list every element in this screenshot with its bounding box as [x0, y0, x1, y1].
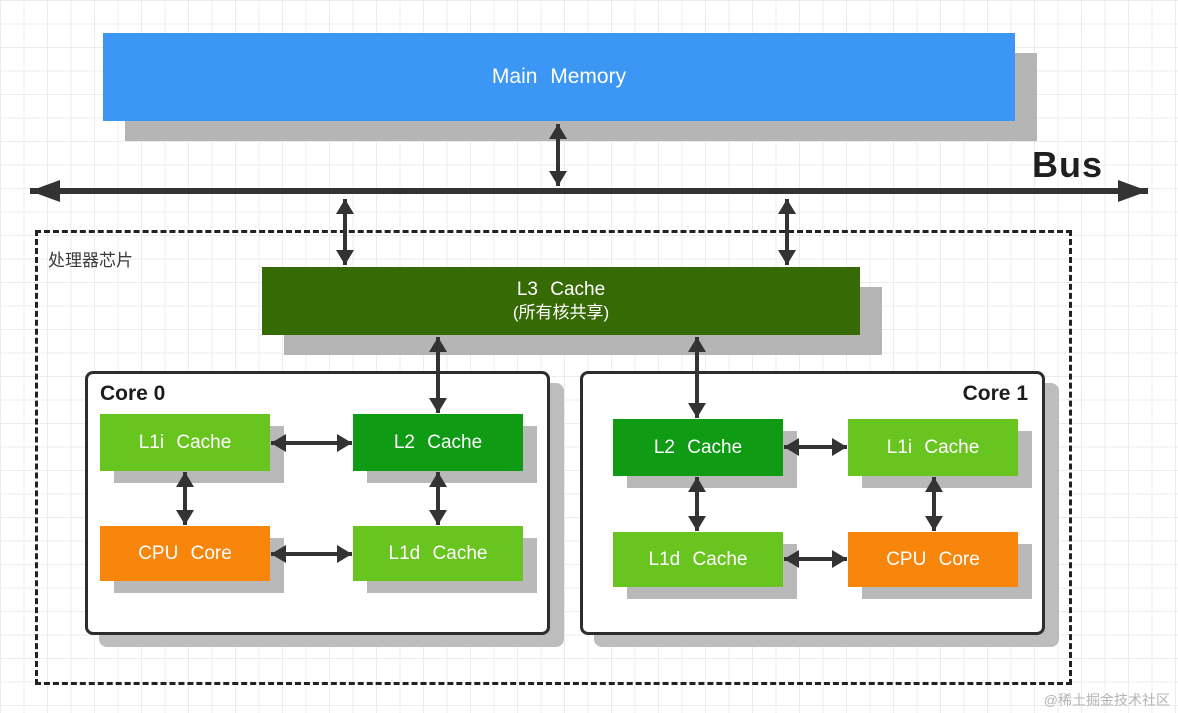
- core1-l1i-cache-label: L1i Cache: [886, 436, 980, 458]
- arrow-l3-core1-l2: [688, 337, 706, 418]
- bus-arrow-line: [30, 180, 1148, 202]
- l3-cache-sublabel: (所有核共享): [512, 303, 610, 323]
- core0-label: Core 0: [100, 382, 166, 405]
- arrow-l3-core0-l2: [429, 337, 447, 413]
- arrow-core1-l2-l1i: [784, 438, 847, 456]
- arrow-core1-l1i-cpu: [925, 477, 943, 531]
- core1-cpu-core-label: CPU Core: [886, 548, 980, 570]
- core0-cpu-core-label: CPU Core: [138, 542, 232, 564]
- main-memory-label: Main Memory: [491, 65, 627, 88]
- arrow-core1-l2-l1d: [688, 477, 706, 531]
- l3-cache-box: L3 Cache (所有核共享): [262, 267, 860, 335]
- core0-l1d-cache-box: L1d Cache: [353, 526, 523, 581]
- arrow-mainmemory-bus: [549, 124, 567, 186]
- processor-chip-label: 处理器芯片: [48, 251, 133, 270]
- core1-l2-cache-box: L2 Cache: [613, 419, 783, 476]
- core0-l2-cache-label: L2 Cache: [393, 431, 483, 453]
- arrow-bus-l3-left: [336, 199, 354, 265]
- bus-label: Bus: [1032, 144, 1104, 185]
- core0-l1i-cache-label: L1i Cache: [138, 431, 232, 453]
- arrow-core0-l1i-cpu: [176, 472, 194, 525]
- core0-l2-cache-box: L2 Cache: [353, 414, 523, 471]
- arrow-core0-l1i-l2: [271, 434, 352, 452]
- l3-cache-label: L3 Cache: [516, 278, 606, 300]
- arrow-core0-l2-l1d: [429, 472, 447, 525]
- arrow-core0-cpu-l1d: [271, 545, 352, 563]
- core0-box: Core 0: [85, 371, 550, 635]
- core1-label: Core 1: [962, 382, 1028, 405]
- watermark: @稀土掘金技术社区: [1043, 692, 1170, 708]
- core1-box: Core 1: [580, 371, 1045, 635]
- arrow-bus-l3-right: [778, 199, 796, 265]
- core0-l1d-cache-label: L1d Cache: [388, 542, 488, 564]
- core0-l1i-cache-box: L1i Cache: [100, 414, 270, 471]
- core1-l1d-cache-box: L1d Cache: [613, 532, 783, 587]
- core0-cpu-core-box: CPU Core: [100, 526, 270, 581]
- core1-cpu-core-box: CPU Core: [848, 532, 1018, 587]
- core1-l2-cache-label: L2 Cache: [653, 436, 743, 458]
- processor-chip-box: [35, 230, 1072, 685]
- core1-l1i-cache-box: L1i Cache: [848, 419, 1018, 476]
- arrow-core1-l1d-cpu: [784, 550, 847, 568]
- main-memory-box: Main Memory: [103, 33, 1015, 121]
- core1-l1d-cache-label: L1d Cache: [648, 548, 748, 570]
